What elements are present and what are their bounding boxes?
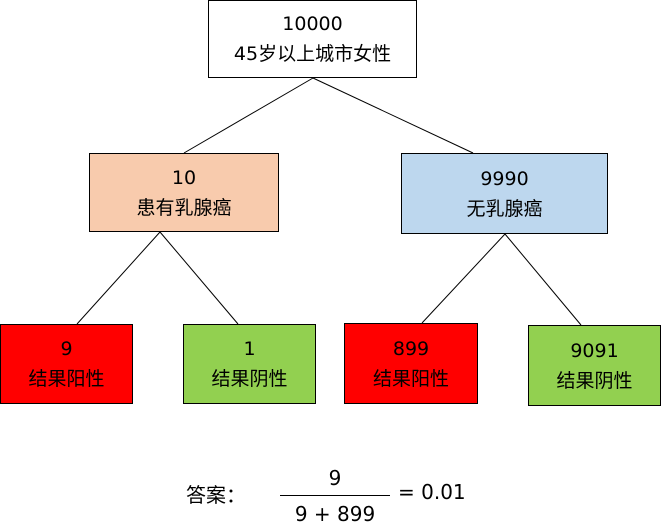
root-label: 45岁以上城市女性 xyxy=(233,43,392,65)
leaf-positive-2: 899 结果阳性 xyxy=(344,323,478,404)
leaf-count: 899 xyxy=(392,337,430,360)
answer-result: = 0.01 xyxy=(398,480,466,504)
node-has-cancer: 10 患有乳腺癌 xyxy=(89,153,279,232)
leaf-negative-2: 9091 结果阴性 xyxy=(528,325,661,406)
answer-fraction: 9 9 + 899 xyxy=(280,463,390,529)
leaf-label: 结果阳性 xyxy=(372,367,449,390)
edge-root-right xyxy=(312,77,474,154)
answer-label: 答案： xyxy=(186,483,246,507)
leaf-count: 9091 xyxy=(570,339,619,362)
fraction-numerator: 9 xyxy=(328,466,342,490)
fraction-denominator: 9 + 899 xyxy=(294,502,376,526)
leaf-count: 9 xyxy=(60,338,73,360)
root-node: 10000 45岁以上城市女性 xyxy=(208,0,417,78)
node-no-cancer: 9990 无乳腺癌 xyxy=(401,153,608,234)
root-count: 10000 xyxy=(282,13,343,35)
leaf-label: 结果阳性 xyxy=(28,368,105,390)
leaf-label: 结果阴性 xyxy=(211,368,288,390)
node-no-cancer-count: 9990 xyxy=(480,167,529,190)
node-has-cancer-count: 10 xyxy=(171,166,197,189)
edge-right-leaf4 xyxy=(504,233,582,326)
node-no-cancer-label: 无乳腺癌 xyxy=(466,197,543,220)
leaf-negative-1: 1 结果阴性 xyxy=(183,324,316,404)
edge-root-left xyxy=(183,77,314,154)
fraction-bar xyxy=(280,495,390,496)
leaf-label: 结果阴性 xyxy=(556,369,633,392)
edge-left-leaf2 xyxy=(159,231,239,325)
edge-right-leaf3 xyxy=(421,233,506,324)
leaf-count: 1 xyxy=(243,338,256,360)
node-has-cancer-label: 患有乳腺癌 xyxy=(136,196,232,219)
leaf-positive-1: 9 结果阳性 xyxy=(0,324,133,404)
edge-left-leaf1 xyxy=(76,231,161,325)
